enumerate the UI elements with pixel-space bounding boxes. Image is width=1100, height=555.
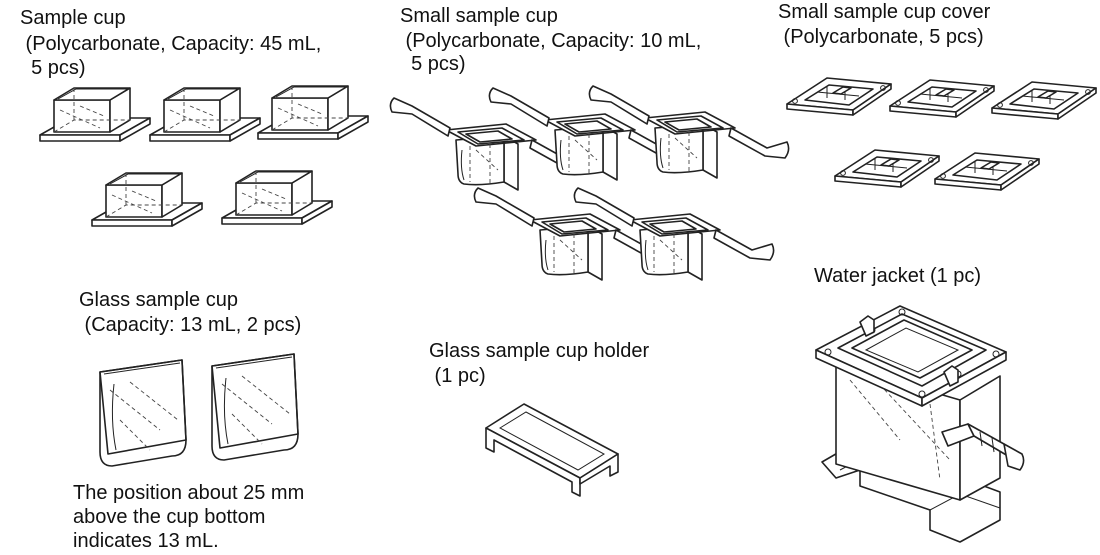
small-sample-cup-spec-line2: 5 pcs) — [400, 53, 466, 75]
water-jacket-drawing — [815, 305, 1025, 543]
water-jacket-title: Water jacket (1 pc) — [814, 265, 982, 287]
glass-sample-cup-holder-drawing — [485, 403, 619, 497]
glass-sample-cup-title: Glass sample cup — [79, 289, 238, 311]
small-sample-cup-spec-line1: (Polycarbonate, Capacity: 10 mL, — [400, 30, 702, 52]
small-sample-cup-title: Small sample cup — [400, 5, 558, 27]
sample-cup-title: Sample cup — [20, 7, 126, 29]
small-sample-cup-cover-drawing — [786, 77, 1097, 191]
glass-sample-cup-note-line2: above the cup bottom — [73, 506, 266, 528]
glass-sample-cup-holder-title: Glass sample cup holder — [429, 340, 650, 362]
glass-sample-cup-holder-spec-line1: (1 pc) — [429, 365, 486, 387]
small-sample-cup-drawing — [389, 85, 790, 281]
sample-cup-spec-line2: 5 pcs) — [20, 57, 86, 79]
sample-cup-spec-line1: (Polycarbonate, Capacity: 45 mL, — [20, 33, 322, 55]
glass-sample-cup-drawing — [99, 353, 299, 467]
glass-sample-cup-note-line3: indicates 13 mL. — [73, 530, 219, 552]
sample-cup-drawing — [39, 85, 369, 227]
glass-sample-cup-spec-line1: (Capacity: 13 mL, 2 pcs) — [79, 314, 302, 336]
small-sample-cup-cover-spec-line1: (Polycarbonate, 5 pcs) — [778, 26, 984, 48]
small-sample-cup-cover-title: Small sample cup cover — [778, 1, 991, 23]
glass-sample-cup-note-line1: The position about 25 mm — [73, 482, 305, 504]
